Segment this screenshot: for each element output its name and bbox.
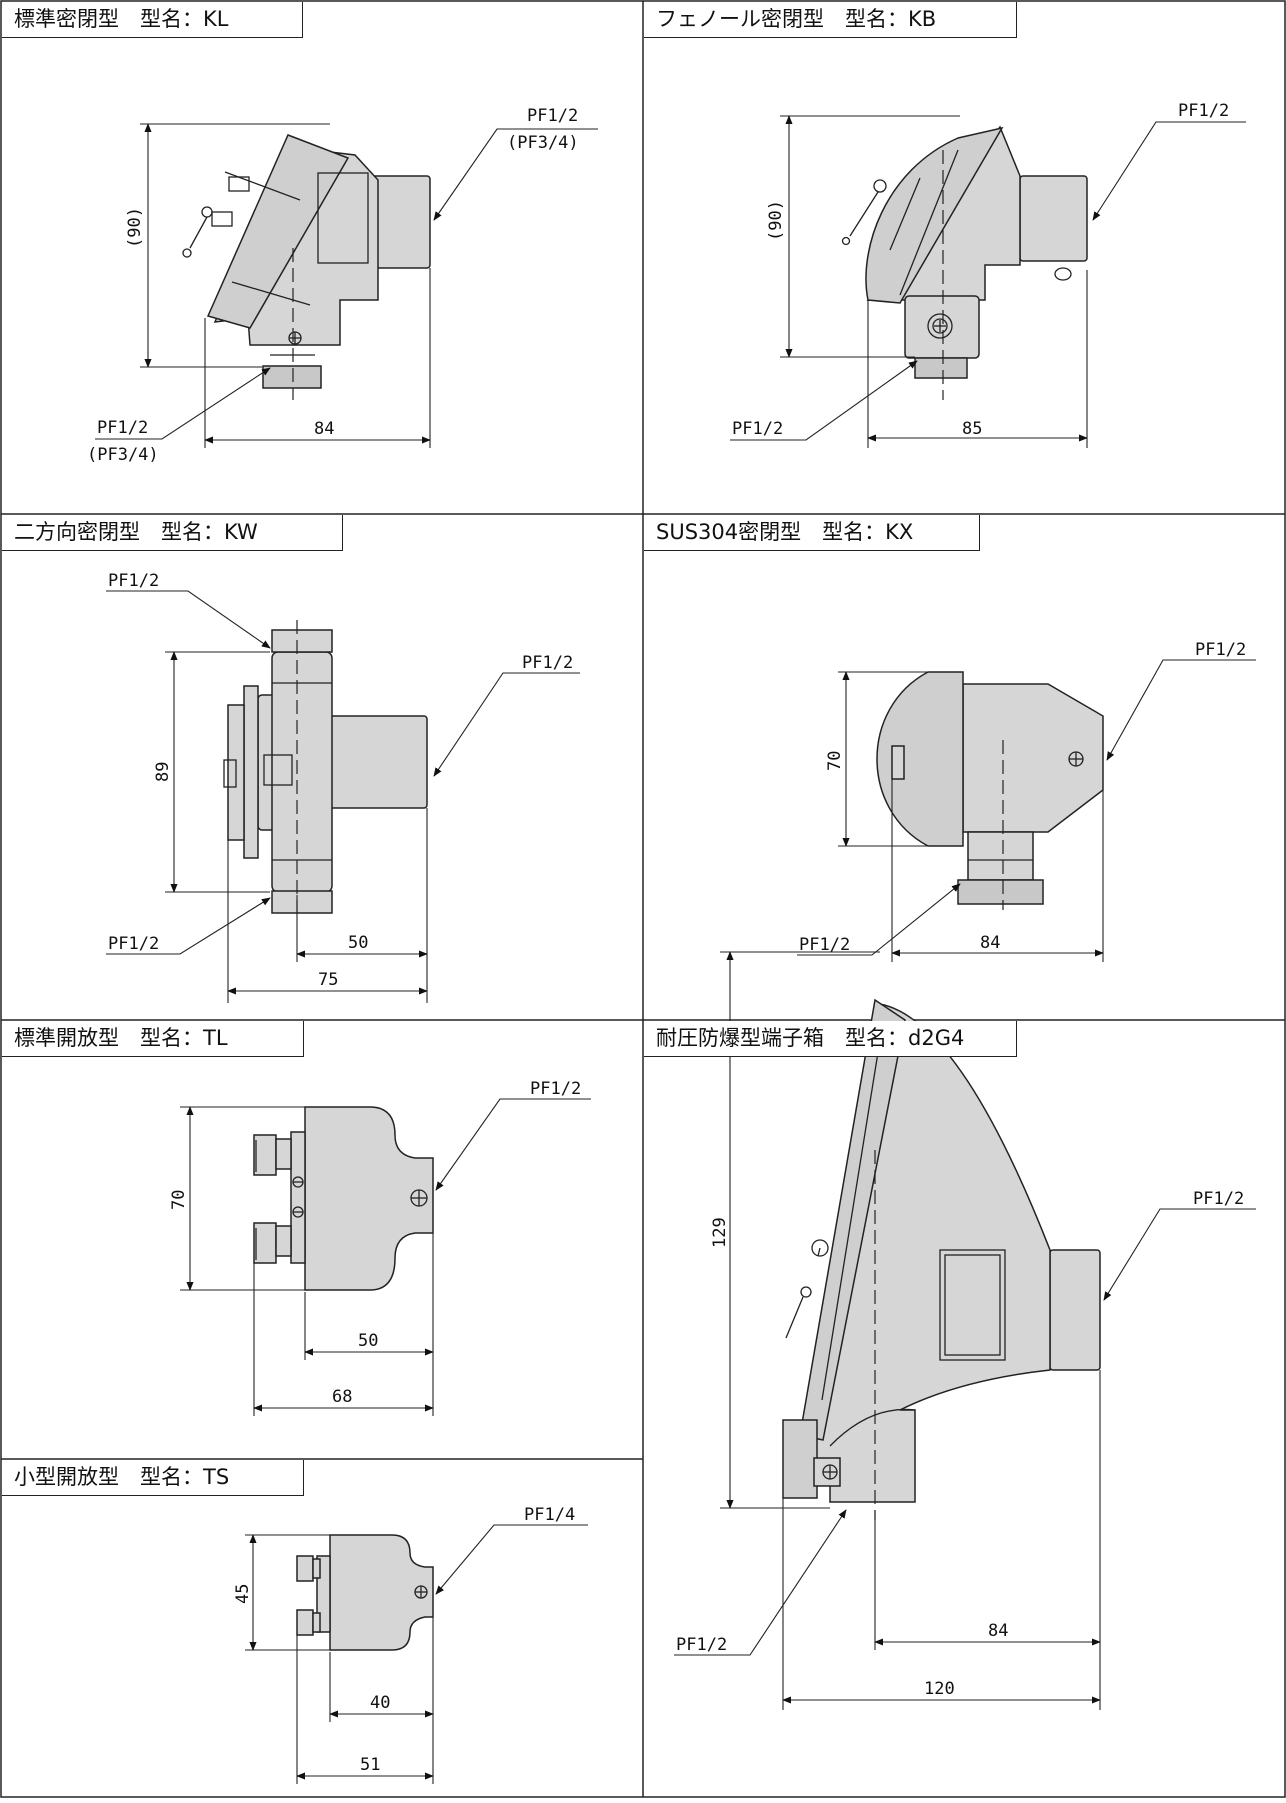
ts-width-outer-label: 51 (360, 1755, 380, 1775)
kb-height-label: (90) (766, 200, 786, 241)
panel-title-d2g4: 耐圧防爆型端子箱 型名：d2G4 (644, 1021, 1017, 1057)
d2g4-height-label: 129 (710, 1217, 730, 1248)
kx-drawing: PF1/2 PF1/2 70 84 (797, 640, 1256, 962)
tl-drawing: PF1/2 70 50 68 (169, 1079, 591, 1416)
ts-width-inner-label: 40 (370, 1693, 390, 1713)
ts-drawing: PF1/4 45 40 51 (233, 1505, 588, 1784)
tl-height-label: 70 (169, 1190, 189, 1210)
kw-drawing: PF1/2 PF1/2 PF1/2 89 50 75 (106, 571, 580, 1003)
kb-drawing: PF1/2 PF1/2 (90) 85 (730, 101, 1246, 448)
kw-side-port-label: PF1/2 (522, 653, 573, 673)
d2g4-top-port-label: PF1/2 (1193, 1189, 1244, 1209)
d2g4-drawing: PF1/2 PF1/2 129 84 120 (674, 951, 1256, 1710)
tl-width-outer-label: 68 (332, 1387, 352, 1407)
panel-title-ts: 小型開放型 型名：TS (2, 1460, 304, 1496)
kw-bottom-port-label: PF1/2 (108, 934, 159, 954)
kl-top-port-alt-label: (PF3/4) (507, 133, 579, 153)
kx-height-label: 70 (825, 751, 845, 771)
panel-title-tl: 標準開放型 型名：TL (2, 1021, 304, 1057)
kx-top-port-label: PF1/2 (1195, 640, 1246, 660)
kx-bottom-port-label: PF1/2 (799, 935, 850, 955)
kb-top-port-label: PF1/2 (1178, 101, 1229, 121)
kl-height-label: (90) (125, 207, 145, 248)
ts-top-port-label: PF1/4 (524, 1505, 575, 1525)
kl-bottom-port-label: PF1/2 (97, 418, 148, 438)
panel-title-kw: 二方向密閉型 型名：KW (2, 515, 343, 551)
tl-width-inner-label: 50 (358, 1331, 378, 1351)
panel-title-kb: フェノール密閉型 型名：KB (644, 2, 1017, 38)
kl-bottom-port-alt-label: (PF3/4) (87, 445, 159, 465)
kl-width-label: 84 (314, 419, 334, 439)
kw-width-outer-label: 75 (318, 970, 338, 990)
kw-height-label: 89 (153, 762, 173, 782)
kl-top-port-label: PF1/2 (527, 106, 578, 126)
kb-width-label: 85 (962, 419, 982, 439)
kx-width-label: 84 (980, 933, 1000, 953)
d2g4-width-inner-label: 84 (988, 1621, 1008, 1641)
d2g4-width-outer-label: 120 (924, 1679, 955, 1699)
kl-drawing: PF1/2 (PF3/4) PF1/2 (PF3/4) (90) 84 (87, 106, 598, 465)
kb-bottom-port-label: PF1/2 (732, 419, 783, 439)
panel-title-kl: 標準密閉型 型名：KL (2, 2, 303, 38)
ts-height-label: 45 (233, 1584, 253, 1604)
tl-top-port-label: PF1/2 (530, 1079, 581, 1099)
kw-width-inner-label: 50 (348, 933, 368, 953)
kw-top-port-label: PF1/2 (108, 571, 159, 591)
panel-title-kx: SUS304密閉型 型名：KX (644, 515, 980, 551)
d2g4-bottom-port-label: PF1/2 (676, 1635, 727, 1655)
